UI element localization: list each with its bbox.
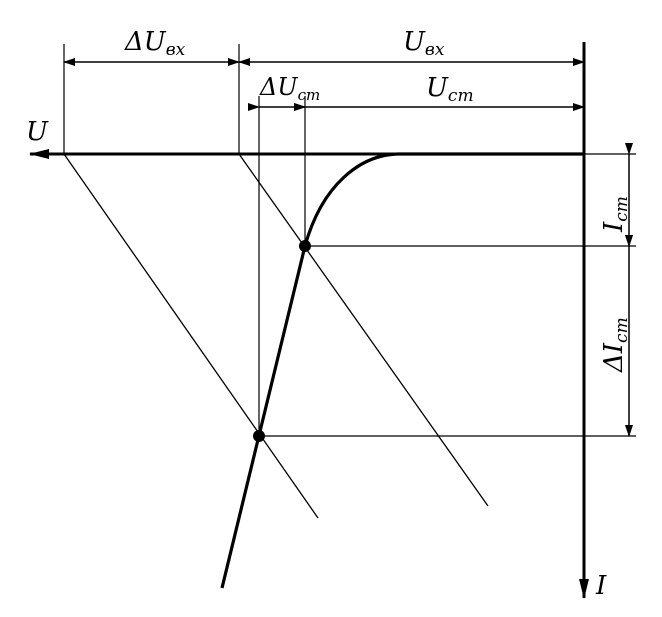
zener-characteristic-curve bbox=[220, 152, 584, 589]
load-line-outer bbox=[63, 153, 319, 519]
delta-u-in-label: ΔUвх bbox=[124, 27, 186, 60]
load-line-inner bbox=[238, 153, 489, 507]
i-axis-label: I bbox=[595, 571, 607, 601]
u-axis-label: U bbox=[26, 117, 49, 147]
delta-i-st-label: ΔIст bbox=[599, 317, 632, 373]
i-st-label: Iст bbox=[599, 196, 632, 233]
u-st-label: Uст bbox=[426, 73, 474, 106]
operating-point-upper bbox=[299, 240, 311, 252]
operating-point-lower bbox=[253, 430, 265, 442]
u-in-label: Uвх bbox=[403, 27, 445, 60]
delta-u-st-label: ΔUст bbox=[259, 73, 320, 104]
